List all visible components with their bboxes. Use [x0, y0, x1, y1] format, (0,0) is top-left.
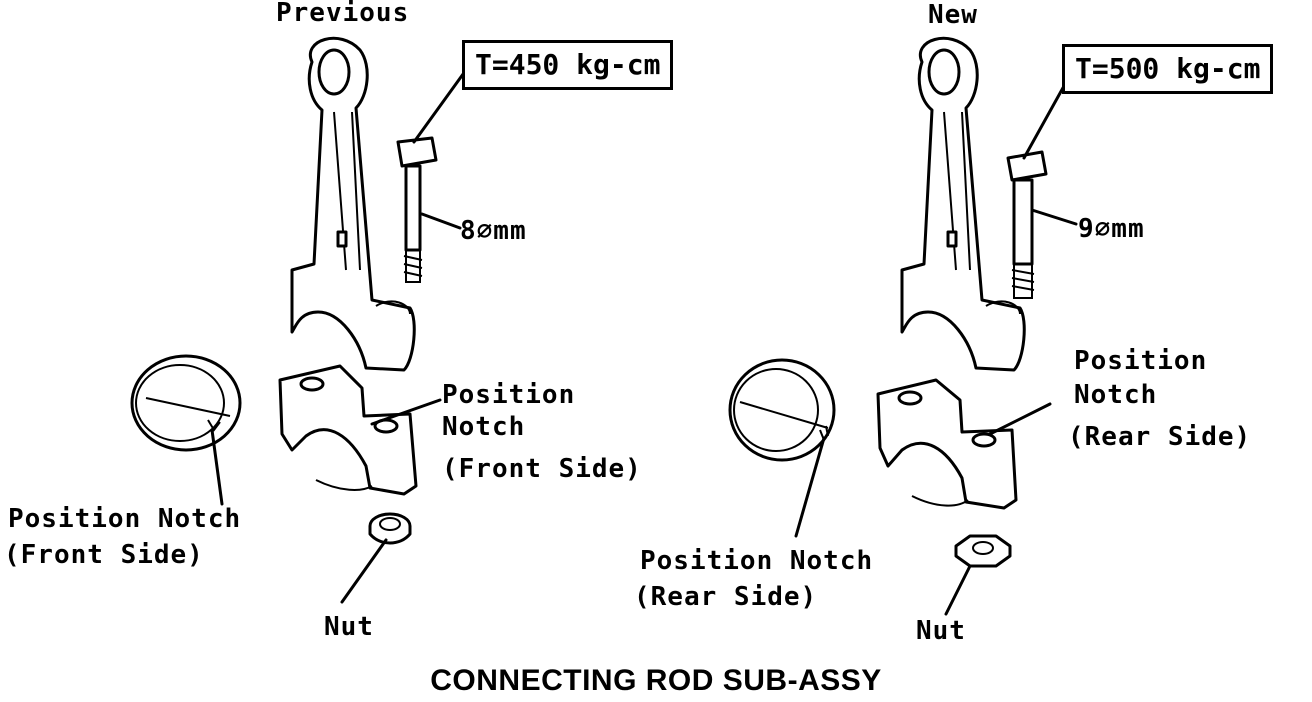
new-nut-leader [944, 564, 972, 616]
new-bolt-size: 9∅mm [1078, 214, 1145, 244]
previous-bearing-notch-line1: Position Notch [8, 504, 242, 534]
new-cap-notch-line2: Notch [1074, 380, 1158, 410]
new-torque-box: T=500 kg-cm [1062, 44, 1274, 94]
new-cap-notch-line3: (Rear Side) [1068, 422, 1252, 452]
previous-bearing-notch-line2: (Front Side) [4, 540, 204, 570]
previous-cap-notch-line1: Position [442, 380, 576, 410]
previous-cap-notch-leader [370, 398, 442, 426]
previous-nut-label: Nut [324, 612, 374, 642]
new-bearing-notch-leader [794, 436, 826, 538]
previous-heading: Previous [276, 0, 410, 28]
new-bearing-notch-line2: (Rear Side) [634, 582, 818, 612]
new-assembly [728, 36, 1078, 616]
previous-assembly [130, 36, 468, 604]
new-cap-notch-leader [988, 402, 1052, 436]
new-bearing-shell [728, 358, 836, 462]
previous-torque-box: T=450 kg-cm [462, 40, 674, 90]
new-rod-cap [876, 378, 1018, 510]
previous-cap-notch-line2: Notch [442, 412, 526, 442]
new-bolt-size-leader [1030, 208, 1078, 226]
new-bearing-notch-line1: Position Notch [640, 546, 874, 576]
previous-cap-notch-line3: (Front Side) [442, 454, 642, 484]
new-nut-label: Nut [916, 616, 966, 646]
diagram-caption: CONNECTING ROD SUB-ASSY [430, 664, 882, 697]
new-connecting-rod [900, 36, 1026, 372]
previous-nut-leader [340, 538, 388, 604]
new-torque-leader [1022, 84, 1066, 160]
new-rod-bolt [1006, 150, 1048, 299]
previous-torque-leader [412, 68, 468, 144]
previous-nut [368, 512, 412, 545]
new-cap-notch-line1: Position [1074, 346, 1208, 376]
previous-bolt-size: 8∅mm [460, 216, 527, 246]
previous-bearing-notch-leader [210, 428, 224, 506]
previous-bearing-shell [130, 354, 242, 452]
previous-bolt-size-leader [420, 212, 462, 230]
new-heading: New [928, 0, 978, 30]
new-hex-nut [954, 534, 1012, 568]
previous-rod-cap [278, 364, 418, 496]
previous-connecting-rod [290, 36, 416, 372]
previous-rod-bolt [396, 136, 438, 283]
